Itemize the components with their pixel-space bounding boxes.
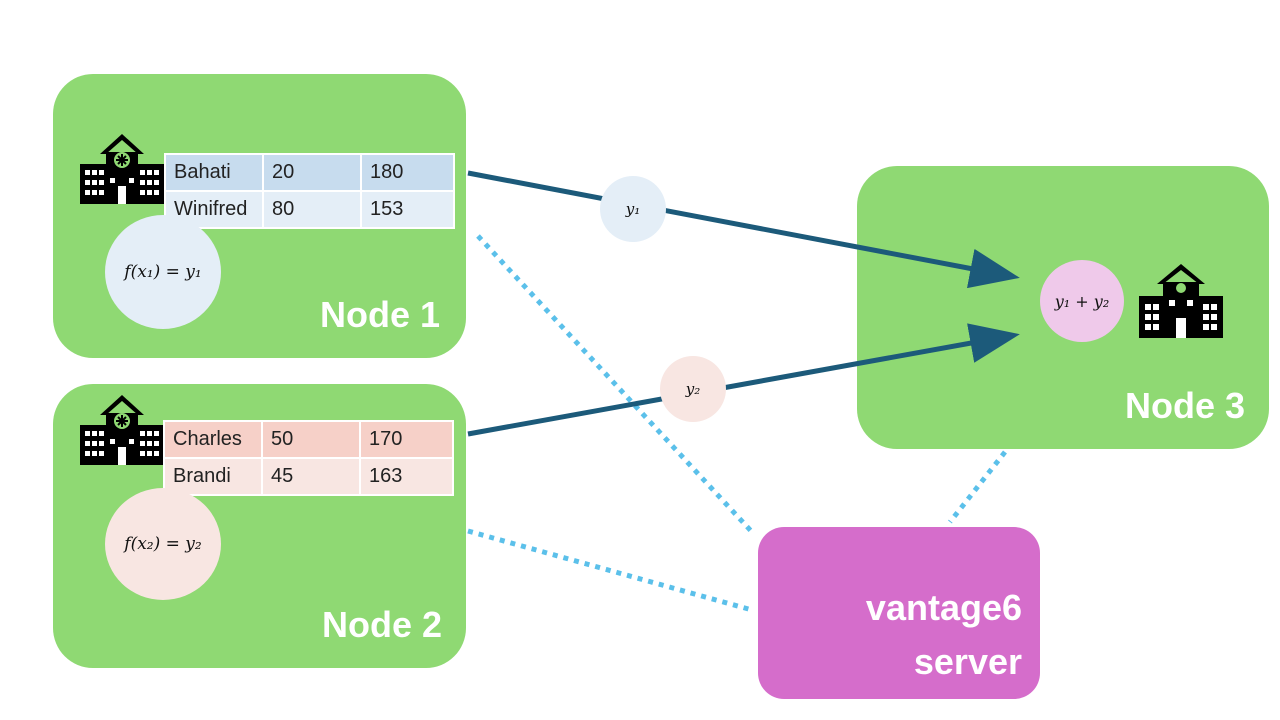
hospital-icon — [80, 395, 164, 465]
node-3-label: Node 3 — [1124, 385, 1245, 426]
node-1-data-table: Bahati 20 180 Winifred 80 153 — [164, 153, 455, 229]
table-cell: 50 — [261, 420, 361, 459]
hospital-icon — [80, 134, 164, 204]
table-cell: 163 — [359, 457, 454, 496]
table-cell: Charles — [163, 420, 263, 459]
arrow-node2-to-node3 — [467, 323, 1020, 437]
table-row: Winifred 80 153 — [164, 190, 455, 229]
table-row: Bahati 20 180 — [164, 153, 455, 192]
dotted-link-node1-server — [476, 234, 754, 534]
aggregate-bubble: y₁ + y₂ — [1040, 260, 1124, 342]
formula-text: f(x₂) = y₂ — [124, 534, 202, 554]
node-2-data-table: Charles 50 170 Brandi 45 163 — [163, 420, 454, 496]
table-row: Brandi 45 163 — [163, 457, 454, 496]
message-y2-text: y₂ — [685, 380, 701, 398]
server-label-line-2: server — [913, 641, 1022, 682]
node-1-label: Node 1 — [319, 294, 440, 335]
table-cell: 80 — [262, 190, 362, 229]
table-cell: 153 — [360, 190, 455, 229]
message-y1-bubble: y₁ — [600, 176, 666, 242]
table-cell: Winifred — [164, 190, 264, 229]
node-2-label: Node 2 — [321, 604, 442, 645]
vantage6-server-box — [758, 527, 1040, 699]
message-y2-bubble: y₂ — [660, 356, 726, 422]
table-cell: 20 — [262, 153, 362, 192]
message-y1-text: y₁ — [625, 200, 641, 218]
dotted-link-node3-server — [948, 450, 1007, 524]
vantage6-server-label: vantage6 server — [866, 581, 1022, 689]
table-cell: 180 — [360, 153, 455, 192]
table-cell: Bahati — [164, 153, 264, 192]
hospital-icon — [1139, 264, 1223, 338]
formula-text: f(x₁) = y₁ — [124, 262, 202, 282]
dotted-link-node2-server — [467, 528, 753, 613]
local-function-bubble-node-2: f(x₂) = y₂ — [105, 488, 221, 600]
server-label-line-1: vantage6 — [865, 587, 1022, 628]
local-function-bubble-node-1: f(x₁) = y₁ — [105, 215, 221, 329]
table-cell: 170 — [359, 420, 454, 459]
arrow-node1-to-node3 — [467, 170, 1020, 289]
table-row: Charles 50 170 — [163, 420, 454, 459]
aggregate-text: y₁ + y₂ — [1054, 291, 1110, 311]
table-cell: 45 — [261, 457, 361, 496]
